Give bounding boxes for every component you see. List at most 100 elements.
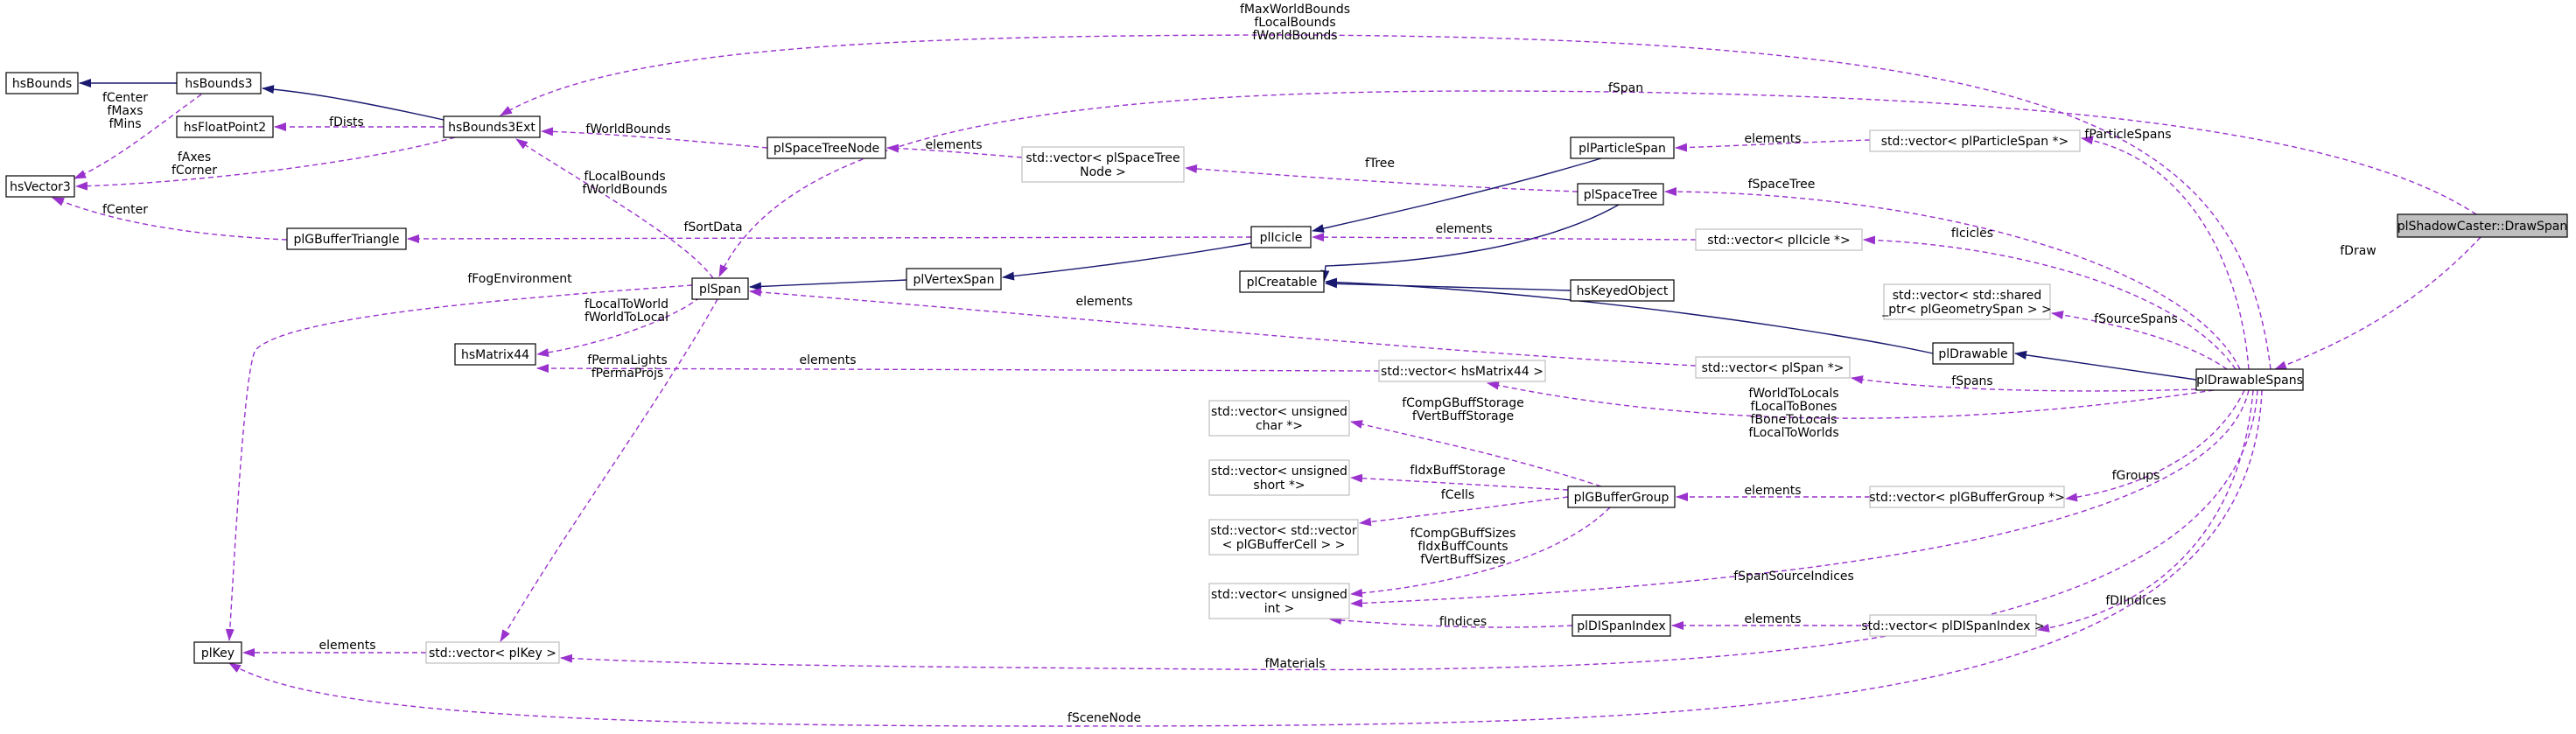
node-label: plGBufferGroup	[1574, 491, 1670, 505]
node-hs-matrix44[interactable]: hsMatrix44	[454, 343, 536, 366]
edge-label-elements-particle: elements	[1744, 132, 1801, 146]
edge-label-line: fFogEnvironment	[467, 272, 572, 286]
node-label-line: _ptr< plGeometrySpan > >	[1881, 303, 2051, 317]
node-pl-gbuffer-group[interactable]: plGBufferGroup	[1567, 486, 1676, 508]
edge-label-line: fSpans	[1951, 374, 1992, 388]
node-hs-vector3[interactable]: hsVector3	[5, 175, 75, 198]
edge-bounds3ext-vector3	[75, 136, 456, 191]
node-vec-shared-ptr[interactable]: std::vector< std::shared_ptr< plGeometry…	[1881, 283, 2052, 320]
edge-label-line: fSpaceTree	[1748, 178, 1816, 192]
edge-label-line: fCompGBuffSizes	[1410, 527, 1516, 541]
edge-label-tree: fTree	[1365, 157, 1395, 171]
node-label-line: plSpan	[699, 283, 741, 297]
node-pl-vertex-span[interactable]: plVertexSpan	[906, 268, 1002, 290]
node-pl-gbuffer-triangle[interactable]: plGBufferTriangle	[286, 227, 407, 250]
node-label-line: hsVector3	[10, 180, 71, 194]
node-vec-pl-key[interactable]: std::vector< plKey >	[425, 641, 560, 664]
node-label-line: std::vector< hsMatrix44 >	[1381, 365, 1544, 379]
edge-label-space-tree: fSpaceTree	[1748, 178, 1816, 192]
edge-drawablespans-shadowcaster	[2274, 236, 2482, 370]
node-label-line: plIcicle	[1260, 231, 1303, 245]
node-hs-bounds[interactable]: hsBounds	[5, 72, 79, 94]
node-vec-pl-span[interactable]: std::vector< plSpan *>	[1695, 356, 1851, 379]
node-vec-dispan-index[interactable]: std::vector< plDISpanIndex >	[1861, 614, 2045, 637]
node-label-line: plDISpanIndex	[1577, 619, 1665, 633]
node-vec-icicle[interactable]: std::vector< plIcicle *>	[1695, 228, 1863, 251]
edge-drawablespans-bounds3ext	[500, 34, 2272, 370]
node-label: std::vector< plSpan *>	[1702, 361, 1844, 375]
node-hs-keyed-object[interactable]: hsKeyedObject	[1570, 279, 1675, 302]
edge-label-line: elements	[1744, 132, 1801, 146]
node-pl-key[interactable]: plKey	[193, 641, 242, 664]
edge-label-line: fWorldBounds	[585, 122, 670, 136]
node-box	[1208, 519, 1359, 556]
edge-label-draw: fDraw	[2340, 244, 2376, 258]
edge-keyedobject-creatable	[1325, 279, 1572, 291]
edge-vecplspan-span	[749, 288, 1697, 367]
node-hs-bounds3-ext[interactable]: hsBounds3Ext	[443, 115, 541, 138]
edge-drawablespans-vecuint	[1350, 389, 2250, 608]
node-pl-creatable[interactable]: plCreatable	[1239, 270, 1325, 293]
edge-drawablespans-vecdispanindex	[2037, 389, 2254, 633]
edge-label-line: elements	[1744, 484, 1801, 498]
node-vec-particle-span[interactable]: std::vector< plParticleSpan *>	[1869, 129, 2081, 152]
node-pl-span[interactable]: plSpan	[691, 277, 749, 300]
edge-label-elements-tree-node: elements	[925, 138, 982, 152]
edge-label-line: elements	[925, 138, 982, 152]
edge-label-line: fWorldToLocals	[1748, 387, 1838, 401]
node-box	[1021, 146, 1185, 183]
edge-label-line: elements	[1075, 295, 1132, 309]
node-pl-space-tree-node[interactable]: plSpaceTreeNode	[766, 136, 886, 159]
edge-label-elements-gbuffer-group: elements	[1744, 484, 1801, 498]
edge-drawablespans-vecgbuffergroup	[2065, 389, 2245, 502]
node-label-line: plGBufferTriangle	[293, 233, 399, 247]
node-label: std::vector< plIcicle *>	[1707, 234, 1851, 248]
node-vec-gbuffer-group[interactable]: std::vector< plGBufferGroup *>	[1869, 486, 2065, 508]
node-label-line: char *>	[1256, 419, 1303, 433]
node-label: std::vector< plGBufferGroup *>	[1869, 491, 2065, 505]
node-box	[1869, 486, 2065, 508]
edge-label-world-bounds: fWorldBounds	[585, 122, 670, 136]
edge-label-line: fMaxs	[107, 104, 143, 118]
edge-spacetree-icicle	[1320, 204, 1620, 283]
edge-label-line: fCorner	[172, 164, 217, 178]
edge-label-line: elements	[1744, 612, 1801, 626]
node-pl-particle-span[interactable]: plParticleSpan	[1570, 136, 1675, 159]
edge-label-groups: fGroups	[2112, 469, 2160, 483]
edge-label-line: fLocalBounds	[584, 170, 665, 184]
edge-span-hsmatrix44	[536, 297, 701, 357]
edge-label-line: fLocalToWorld	[584, 297, 668, 311]
node-vec-gbuffer-cell[interactable]: std::vector< std::vector< plGBufferCell …	[1208, 519, 1359, 556]
node-hs-bounds3[interactable]: hsBounds3	[176, 72, 262, 94]
edge-vertexspan-span	[749, 279, 907, 291]
node-pl-space-tree[interactable]: plSpaceTree	[1577, 183, 1664, 206]
node-label: hsKeyedObject	[1577, 284, 1669, 298]
edge-bounds3-vector3	[74, 94, 202, 179]
edge-label-line: fVertBuffStorage	[1412, 409, 1514, 423]
node-label-line: Node >	[1080, 165, 1126, 179]
node-pl-dispan-index[interactable]: plDISpanIndex	[1572, 614, 1671, 637]
node-pl-icicle[interactable]: plIcicle	[1250, 226, 1312, 248]
edge-particlespan-icicle	[1312, 157, 1602, 233]
node-label: plGBufferTriangle	[293, 233, 399, 247]
node-label: hsFloatPoint2	[184, 121, 266, 135]
node-hs-float-point2[interactable]: hsFloatPoint2	[176, 115, 274, 138]
node-pl-drawable[interactable]: plDrawable	[1932, 342, 2014, 365]
edge-gbuffergroup-vecuint	[1350, 507, 1611, 598]
node-label-line: hsBounds	[12, 77, 72, 91]
node-label: std::vector< std::vector< plGBufferCell …	[1210, 524, 1356, 552]
node-pl-drawable-spans[interactable]: plDrawableSpans	[2195, 368, 2304, 391]
node-box	[1932, 342, 2014, 365]
node-pl-shadow-caster[interactable]: plShadowCaster::DrawSpan	[2397, 213, 2568, 238]
node-label: std::vector< plParticleSpan *>	[1881, 135, 2069, 149]
edge-label-line: fParticleSpans	[2084, 128, 2171, 142]
node-vec-hs-matrix44[interactable]: std::vector< hsMatrix44 >	[1378, 360, 1546, 382]
